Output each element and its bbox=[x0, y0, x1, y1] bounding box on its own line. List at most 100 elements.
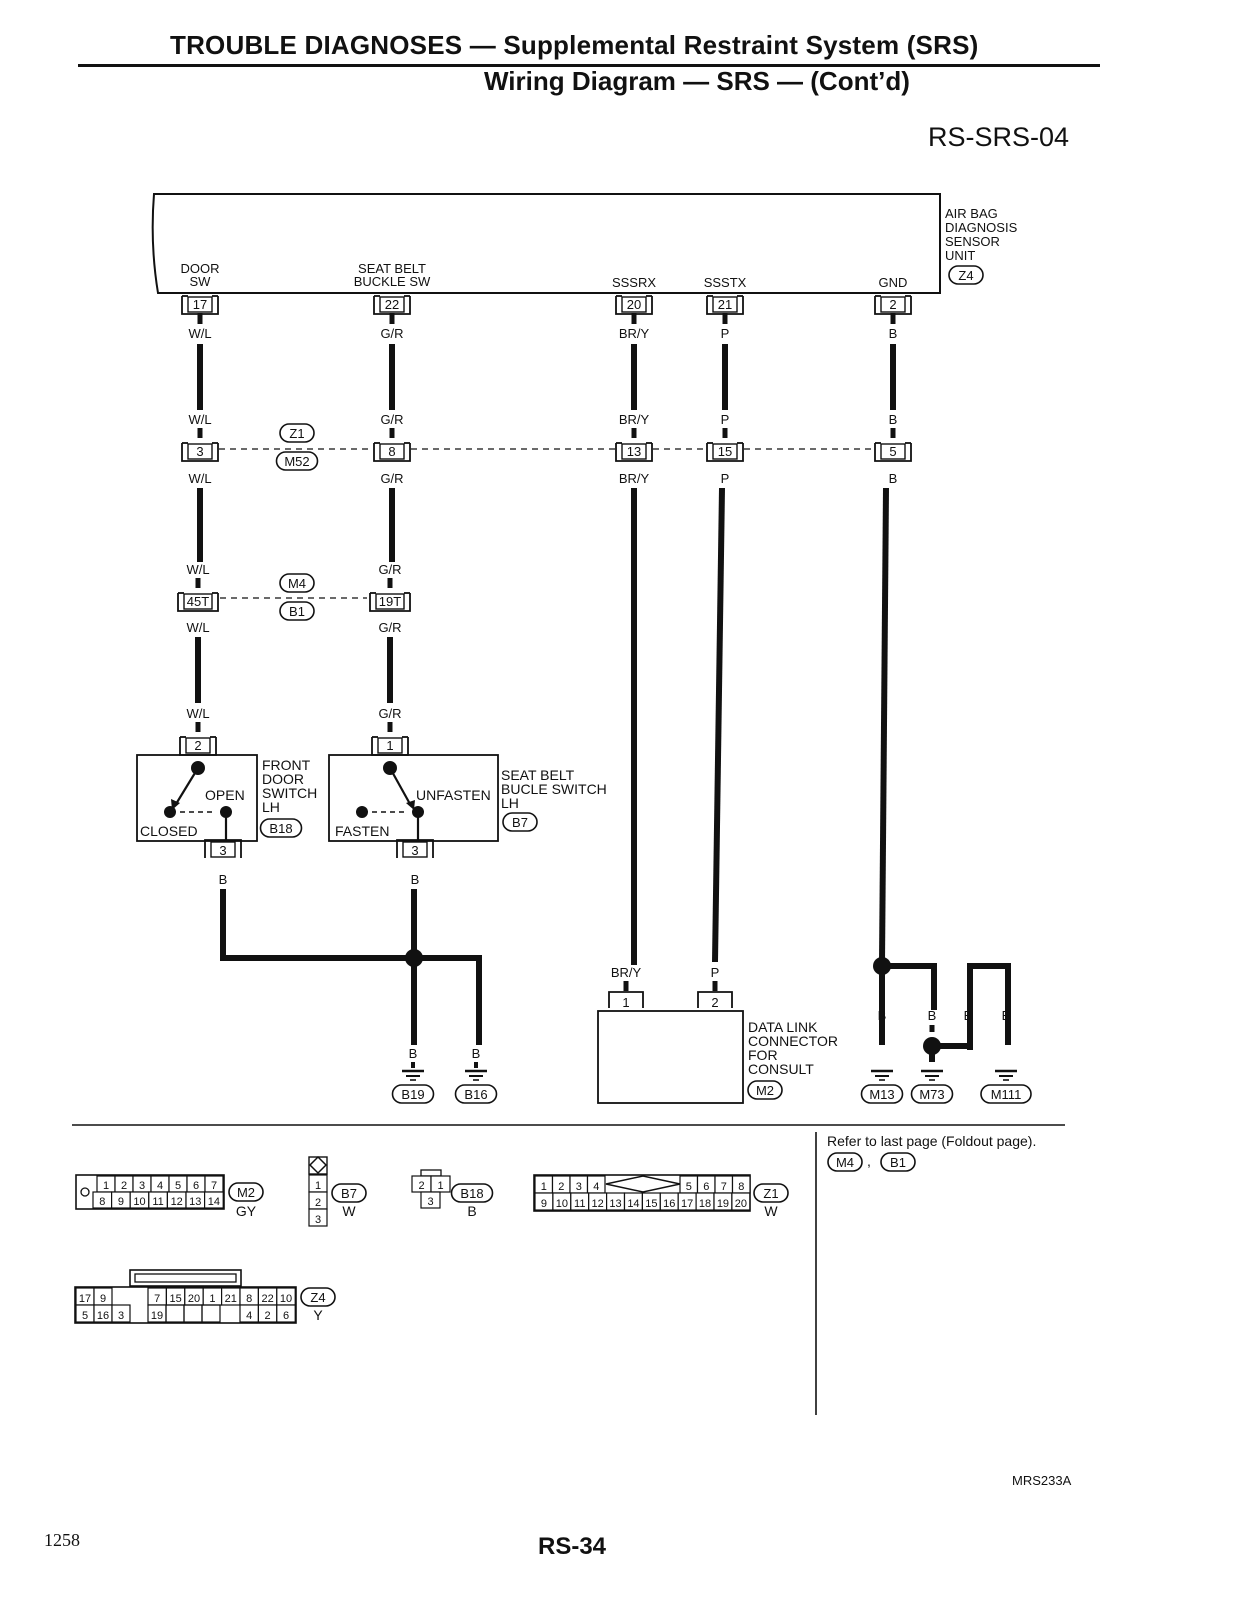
connector-z4-cell-label: 16 bbox=[97, 1310, 109, 1322]
connector-m2-face bbox=[75, 1174, 225, 1210]
wire-code: B bbox=[889, 326, 898, 341]
refer-connector-b1-label: B1 bbox=[890, 1155, 906, 1170]
ground-connector-outline bbox=[391, 1084, 435, 1104]
wire-segment bbox=[712, 487, 725, 963]
wire-code: B bbox=[411, 872, 420, 887]
wire-code: G/R bbox=[380, 412, 403, 427]
unit-terminal-pin: 22 bbox=[385, 297, 399, 312]
wire-code: W/L bbox=[188, 471, 211, 486]
connector-z4-cell-label: 8 bbox=[246, 1293, 252, 1305]
ground-wire-m111 bbox=[967, 963, 1011, 1050]
wire-code: B bbox=[964, 1008, 973, 1023]
joint1-connector-b-outline bbox=[275, 451, 319, 471]
connector-z4-cell-label: 15 bbox=[169, 1293, 181, 1305]
door-switch-closed-label: CLOSED bbox=[140, 823, 198, 839]
joint2-connector-b-label: B1 bbox=[289, 604, 305, 619]
connector-b7-cell-label: 1 bbox=[315, 1180, 321, 1192]
joint1-connector-b-label: M52 bbox=[284, 454, 309, 469]
buckle-switch-terminal-out-box bbox=[402, 841, 428, 858]
connector-z4-color: Y bbox=[313, 1307, 323, 1323]
connector-z1-cell-label: 19 bbox=[717, 1198, 729, 1210]
connector-b18-name-label: B18 bbox=[460, 1186, 483, 1201]
wire-code: P bbox=[721, 471, 730, 486]
data-link-terminal-bracket bbox=[608, 991, 644, 1008]
buckle-switch-terminal-in-pin: 1 bbox=[386, 738, 393, 753]
wire-code: B bbox=[219, 872, 228, 887]
connector-z4-cell-label: 17 bbox=[79, 1293, 91, 1305]
connector-z1-cell-label: 9 bbox=[541, 1198, 547, 1210]
ground-connector-outline bbox=[980, 1084, 1032, 1104]
joint1-terminal-pin: 5 bbox=[889, 444, 896, 459]
ground-connector-label: M73 bbox=[919, 1087, 944, 1102]
door-switch-terminal-out-pin: 3 bbox=[219, 843, 226, 858]
ground-wire-m73-upper bbox=[882, 963, 937, 1010]
ground-connector-label: B16 bbox=[464, 1087, 487, 1102]
connector-b18-lock bbox=[420, 1169, 442, 1177]
unit-terminal-box bbox=[379, 296, 405, 313]
data-link-connector-outline bbox=[747, 1080, 783, 1100]
data-link-name: CONSULT bbox=[748, 1061, 814, 1077]
connector-b7-cell-label: 2 bbox=[315, 1197, 321, 1209]
connector-m2-cell-label: 13 bbox=[189, 1196, 201, 1208]
connector-m2-name-outline bbox=[228, 1182, 264, 1202]
wire-code: BR/Y bbox=[611, 965, 642, 980]
connector-b18-cell-label: 3 bbox=[427, 1196, 433, 1208]
connector-z4-cell-label: 2 bbox=[265, 1310, 271, 1322]
door-switch-terminal-in-box bbox=[185, 737, 211, 754]
page-code: RS-34 bbox=[538, 1533, 607, 1560]
connector-m2-cell-label: 8 bbox=[99, 1196, 105, 1208]
joint1-terminal-box bbox=[379, 443, 405, 460]
wire-code: B bbox=[472, 1046, 481, 1061]
joint1-terminal-bracket bbox=[706, 443, 744, 462]
unit-terminal-pin: 21 bbox=[718, 297, 732, 312]
data-link-name: DATA LINK bbox=[748, 1019, 818, 1035]
unit-terminal-box bbox=[621, 296, 647, 313]
connector-z4-lock bbox=[129, 1269, 242, 1287]
diagram-id: RS-SRS-04 bbox=[928, 122, 1070, 152]
buckle-switch-terminal-in-box bbox=[377, 737, 403, 754]
wire-code: W/L bbox=[188, 412, 211, 427]
connector-b18-cell bbox=[420, 1191, 441, 1209]
wire-code: W/L bbox=[188, 326, 211, 341]
connector-b7-color: W bbox=[342, 1203, 356, 1219]
buckle-switch-fasten-contact bbox=[356, 806, 368, 818]
door-switch-open-label: OPEN bbox=[205, 787, 245, 803]
connector-z4-cell-label: 20 bbox=[188, 1293, 200, 1305]
connector-m2-cell-label: 14 bbox=[208, 1196, 220, 1208]
connector-z1-cell-label: 8 bbox=[738, 1181, 744, 1193]
data-link-connector-label: M2 bbox=[756, 1083, 774, 1098]
connector-m2-cell-label: 11 bbox=[152, 1196, 163, 1208]
terminal-label: SSSRX bbox=[612, 275, 656, 290]
connector-z4-cell-label: 10 bbox=[280, 1293, 292, 1305]
joint2-terminal-box bbox=[375, 593, 405, 610]
connector-z4-cell-label: 4 bbox=[246, 1310, 252, 1322]
header-rule bbox=[78, 64, 1100, 67]
wire-code: G/R bbox=[380, 326, 403, 341]
connector-z1-cell-label: 13 bbox=[609, 1198, 621, 1210]
connector-z1-color: W bbox=[764, 1203, 778, 1219]
joint2-terminal-bracket bbox=[177, 593, 219, 612]
joint1-terminal-bracket bbox=[615, 443, 653, 462]
figure-ref-code: MRS233A bbox=[1012, 1473, 1072, 1488]
wire-code: B bbox=[409, 1046, 418, 1061]
buckle-switch-name: BUCLE SWITCH bbox=[501, 781, 607, 797]
ground-connector-outline bbox=[910, 1084, 954, 1104]
connector-b18-color: B bbox=[467, 1203, 476, 1219]
sensor-unit-name: UNIT bbox=[945, 248, 975, 263]
wire-code: P bbox=[721, 326, 730, 341]
joint2-connector-b-outline bbox=[279, 601, 315, 621]
connector-m2-key bbox=[80, 1187, 90, 1197]
page-title: TROUBLE DIAGNOSES — Supplemental Restrai… bbox=[170, 30, 979, 60]
terminal-label: SSSTX bbox=[704, 275, 747, 290]
ground-connector-label: M111 bbox=[991, 1087, 1022, 1102]
refer-note: Refer to last page (Foldout page). bbox=[827, 1133, 1036, 1149]
door-switch-terminal-in-pin: 2 bbox=[194, 738, 201, 753]
refer-connector-m4-outline bbox=[827, 1152, 863, 1172]
joint1-terminal-box bbox=[712, 443, 738, 460]
refer-separator: , bbox=[867, 1153, 871, 1169]
connector-m2-name-label: M2 bbox=[237, 1185, 255, 1200]
connector-z1-cell-label: 16 bbox=[663, 1198, 675, 1210]
unit-terminal-pin: 2 bbox=[889, 297, 896, 312]
refer-connector-m4-label: M4 bbox=[836, 1155, 854, 1170]
